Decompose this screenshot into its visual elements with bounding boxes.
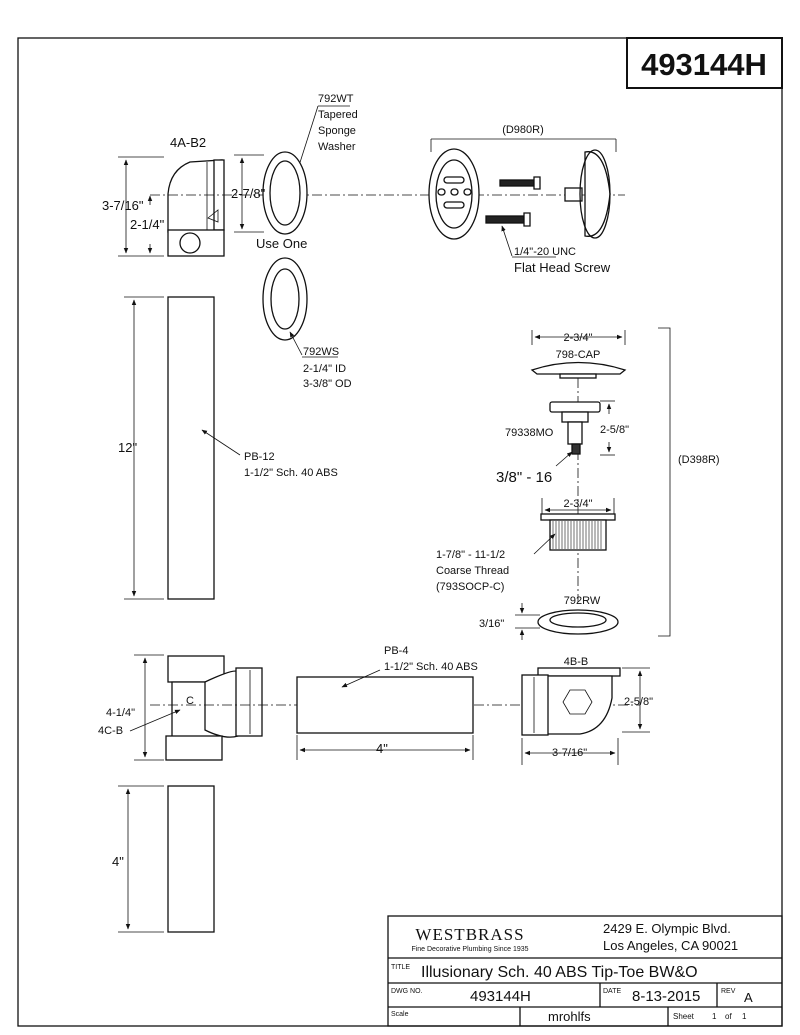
dim-4c-b: 4-1/4" xyxy=(106,707,135,719)
rev: A xyxy=(744,990,753,1005)
part-792ws: 792WS 2-1/4" ID 3-3/8" OD xyxy=(262,257,352,390)
dim-pb4: 4" xyxy=(376,741,388,756)
part-4b-b: 4B-B 2-5/8" 3-7/16" xyxy=(521,656,653,765)
part-number: 493144H xyxy=(641,47,767,82)
date-label: DATE xyxy=(603,988,621,995)
part-pipe-4in: 4" xyxy=(112,785,215,933)
sheet-total: 1 xyxy=(742,1012,747,1021)
part-798-cap-code: 798-CAP xyxy=(556,349,601,361)
part-pb12-code: PB-12 xyxy=(244,451,275,463)
drawing-title: Illusionary Sch. 40 ABS Tip-Toe BW&O xyxy=(421,964,698,981)
part-4c-b: 4-1/4" C 4C-B xyxy=(98,654,263,761)
part-pb4-desc: 1-1/2" Sch. 40 ABS xyxy=(384,661,478,673)
part-792wt-note: Use One xyxy=(256,236,307,251)
part-793socp-desc2: Coarse Thread xyxy=(436,565,509,577)
dwg-no: 493144H xyxy=(470,988,531,1005)
dim-79338mo: 2-5/8" xyxy=(600,424,629,436)
part-pb12: 12" PB-12 1-1/2" Sch. 40 ABS xyxy=(118,296,338,600)
part-d980r-screw1: 1/4"-20 UNC xyxy=(514,246,576,258)
drawn-by: mrohlfs xyxy=(548,1009,591,1024)
part-792wt-desc1: Tapered xyxy=(318,109,358,121)
sheet-of: of xyxy=(725,1012,732,1021)
part-number-box: 493144H xyxy=(626,37,783,89)
dim-792rw: 3/16" xyxy=(479,618,504,630)
dim-pipe-4in: 4" xyxy=(112,854,124,869)
title-block: WESTBRASS Fine Decorative Plumbing Since… xyxy=(387,915,783,1027)
part-792ws-code: 792WS xyxy=(303,346,339,358)
part-pb4: PB-4 1-1/2" Sch. 40 ABS 4" xyxy=(296,645,478,760)
company-address-line1: 2429 E. Olympic Blvd. xyxy=(603,921,731,936)
part-79338mo-code: 79338MO xyxy=(505,427,554,439)
part-798-cap: 2-3/4" 798-CAP xyxy=(530,330,627,379)
dwg-no-label: DWG NO. xyxy=(391,988,423,995)
sheet-num: 1 xyxy=(712,1012,717,1021)
part-792ws-desc2: 3-3/8" OD xyxy=(303,378,352,390)
dim-4a-b2-total: 3-7/16" xyxy=(102,198,144,213)
part-792rw: 792RW 3/16" xyxy=(479,595,619,640)
part-4a-b2-label: 4A-B2 xyxy=(170,135,206,150)
part-792rw-code: 792RW xyxy=(564,595,601,607)
drawing-frame xyxy=(17,37,783,1027)
part-793socp-code: (793SOCP-C) xyxy=(436,581,504,593)
part-4c-b-code: 4C-B xyxy=(98,725,123,737)
part-792ws-desc1: 2-1/4" ID xyxy=(303,363,346,375)
part-d980r-screw2: Flat Head Screw xyxy=(514,260,611,275)
part-pb12-desc: 1-1/2" Sch. 40 ABS xyxy=(244,467,338,479)
part-4c-b-centerline: C xyxy=(186,695,194,707)
part-4a-b2: 4A-B2 3-7/16" 2-1/4" xyxy=(102,135,225,257)
rev-label: REV xyxy=(721,988,736,995)
dim-4b-b-height: 2-5/8" xyxy=(624,696,653,708)
part-79338mo-thread: 3/8" - 16 xyxy=(496,469,552,486)
dim-792wt: 2-7/8" xyxy=(231,186,266,201)
dim-793socp: 2-3/4" xyxy=(564,498,593,510)
part-792wt-code: 792WT xyxy=(318,93,354,105)
brand-tagline: Fine Decorative Plumbing Since 1935 xyxy=(411,946,528,953)
title-label: TITLE xyxy=(391,964,410,971)
dim-pb12: 12" xyxy=(118,440,137,455)
dim-4a-b2-inner: 2-1/4" xyxy=(130,217,165,232)
part-792wt: 792WT Tapered Sponge Washer 2-7/8" Use O… xyxy=(231,93,358,251)
scale-label: Scale xyxy=(391,1011,409,1018)
date: 8-13-2015 xyxy=(632,988,700,1005)
part-4b-b-code: 4B-B xyxy=(564,656,588,668)
thread-lines xyxy=(552,521,602,549)
part-d398r: (D398R) xyxy=(658,327,720,637)
dim-798-cap: 2-3/4" xyxy=(564,332,593,344)
part-d398r-code: (D398R) xyxy=(678,454,720,466)
dim-4b-b-width: 3-7/16" xyxy=(552,747,587,759)
part-792wt-desc2: Sponge xyxy=(318,125,356,137)
company-address-line2: Los Angeles, CA 90021 xyxy=(603,938,738,953)
part-pb4-code: PB-4 xyxy=(384,645,408,657)
sheet-label: Sheet xyxy=(673,1012,695,1021)
part-d980r-code: (D980R) xyxy=(502,124,544,136)
part-792wt-desc3: Washer xyxy=(318,141,356,153)
part-79338mo: 79338MO 2-5/8" 3/8" - 16 xyxy=(496,400,629,486)
brand-logo: WESTBRASS xyxy=(415,925,524,944)
part-d980r: (D980R) 1/4"-20 UNC Flat Head Screw xyxy=(428,124,617,275)
part-793socp-desc1: 1-7/8" - 11-1/2 xyxy=(436,549,505,561)
part-793socp-c: 2-3/4" 1-7/8" - 11-1/2 Coarse Thread (79… xyxy=(436,498,616,593)
